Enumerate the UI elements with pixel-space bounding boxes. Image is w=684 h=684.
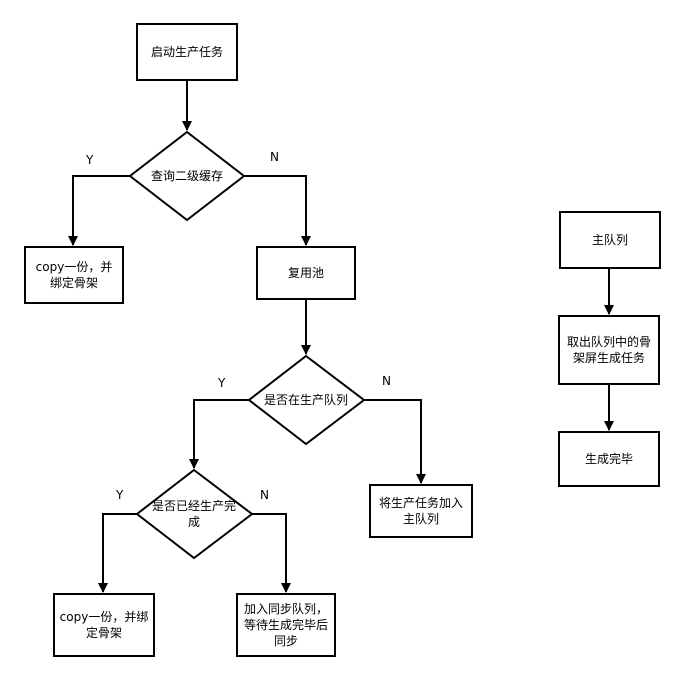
- production-done-diamond: [135, 468, 254, 560]
- cache-no-label: N: [270, 150, 279, 164]
- done-no-label: N: [260, 488, 269, 502]
- copy-bind-1-label: copy一份，并绑定骨架: [35, 260, 113, 290]
- join-sync-queue-box: [236, 593, 336, 657]
- start-label: 启动生产任务: [150, 45, 223, 59]
- generate-done-box: [558, 431, 660, 487]
- add-to-main-queue-box: [369, 484, 473, 538]
- reuse-pool-label: 复用池: [287, 266, 324, 280]
- cache-yes-label: Y: [86, 153, 94, 167]
- copy-bind-2-box: [53, 593, 155, 657]
- production-done-label: 是否已经生产完成: [151, 499, 236, 529]
- take-task-box: [558, 315, 660, 385]
- edge-cache-no: [244, 175, 311, 246]
- edge-cache-yes: [68, 175, 130, 246]
- copy-bind-1-box: [24, 246, 124, 304]
- edge-queue-no: [364, 399, 426, 484]
- main-queue-label: 主队列: [591, 233, 628, 247]
- take-task-label: 取出队列中的骨架屏生成任务: [566, 335, 651, 365]
- in-production-queue-label: 是否在生产队列: [263, 393, 348, 407]
- done-yes-label: Y: [116, 488, 124, 502]
- query-cache-diamond: [128, 130, 246, 222]
- copy-bind-2-label: copy一份，并绑定骨架: [59, 610, 149, 640]
- in-production-queue-diamond: [247, 354, 366, 446]
- join-sync-queue-label: 加入同步队列，等待生成完毕后同步: [243, 602, 328, 648]
- edge-queue-yes: [189, 399, 249, 469]
- queue-yes-label: Y: [218, 376, 226, 390]
- query-cache-label: 查询二级缓存: [150, 169, 223, 183]
- add-to-main-queue-label: 将生产任务加入主队列: [378, 496, 463, 526]
- queue-no-label: N: [382, 374, 391, 388]
- start-box: [136, 23, 238, 81]
- edge-done-no: [252, 513, 291, 593]
- edge-done-yes: [98, 513, 137, 593]
- generate-done-label: 生成完毕: [584, 452, 633, 466]
